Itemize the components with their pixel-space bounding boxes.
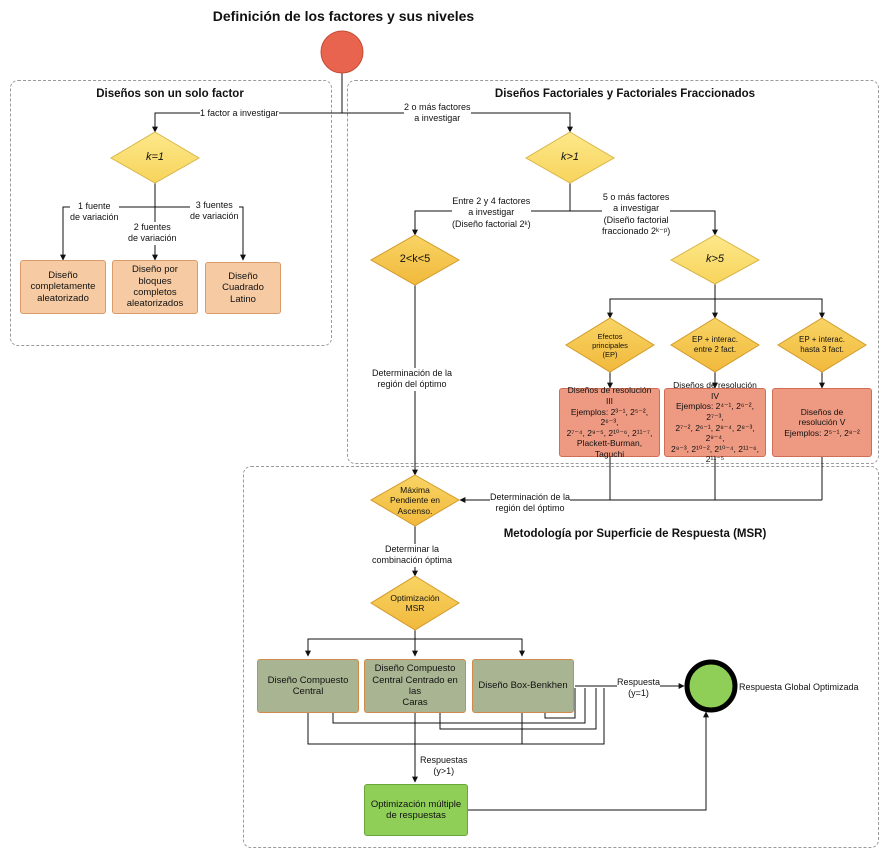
group-single-factor-title: Diseños son un solo factor: [96, 88, 244, 100]
edge-two-or-more: 2 o más factores a investigar: [404, 102, 471, 125]
edge-resp-multi-line-1: Respuestas: [420, 755, 468, 765]
blocks-line-3: aleatorizados: [126, 298, 184, 310]
start-node: [320, 30, 364, 74]
latin-line-1: Diseño Cuadrado: [222, 270, 264, 294]
diagram-title: Definición de los factores y sus niveles: [212, 8, 475, 24]
bbd-line-1: Diseño Box-Benkhen: [478, 680, 568, 692]
edge-region-left-line-1: Determinación de la: [372, 368, 453, 378]
cr-line-1: Diseño: [48, 269, 78, 281]
res5-line-2: resolución V: [798, 417, 846, 428]
group-single-factor: [10, 80, 332, 346]
box-resolution-iv: Diseños de resolución IV Ejemplos: 2⁴⁻¹,…: [664, 380, 766, 464]
box-resolution-iii: Diseños de resolución III Ejemplos: 2³⁻¹…: [559, 385, 660, 460]
group-msr-title: Metodología por Superficie de Respuesta …: [503, 528, 767, 540]
diamond-ep-int3: [777, 317, 867, 373]
box-multi-opt: Optimización múltiple de respuestas: [364, 784, 468, 836]
group-factorial: [347, 80, 879, 464]
blocks-line-1: Diseño por bloques: [132, 264, 178, 287]
edge-src2-line-2: de variación: [128, 233, 177, 244]
edge-src3: 3 fuentes de variación: [190, 200, 239, 223]
edge-region-bottom-line-1: Determinación de la: [490, 492, 571, 502]
res4-line-5: 2¹¹⁻⁵: [705, 454, 725, 465]
edge-resp-single: Respuesta (y=1): [617, 677, 661, 700]
edge-resp-multi-line-2: (y>1): [433, 766, 455, 777]
edge-two-or-more-line-2: a investigar: [414, 113, 461, 124]
box-ccd: Diseño Compuesto Central: [257, 659, 359, 713]
res4-line-3: 2⁷⁻², 2⁶⁻¹, 2⁸⁻⁴, 2⁸⁻³, 2⁹⁻⁴,: [675, 422, 755, 444]
latin-line-2: Latino: [230, 293, 256, 305]
edge-one-factor: 1 factor a investigar: [200, 108, 279, 120]
global-opt-node: [684, 659, 738, 713]
blocks-line-2: completos: [133, 287, 177, 298]
res5-line-3: Ejemplos: 2⁵⁻¹, 2⁸⁻²: [784, 427, 860, 438]
multi-opt-line-2: de respuestas: [386, 810, 446, 821]
edge-region-bottom: Determinación de la región del óptimo: [490, 492, 571, 515]
group-msr: [243, 466, 879, 848]
group-factorial-title: Diseños Factoriales y Factoriales Fracci…: [494, 88, 756, 100]
edge-src3-line-2: de variación: [190, 211, 239, 222]
edge-k5-line-2: a investigar: [613, 203, 660, 214]
edge-region-bottom-line-2: región del óptimo: [495, 503, 565, 514]
edge-k5-line-3: (Diseño factorial: [603, 214, 669, 225]
edge-src2: 2 fuentes de variación: [128, 222, 177, 245]
ccf-line-1: Diseño Compuesto: [374, 663, 456, 675]
edge-src1-line-1: 1 fuente: [78, 201, 111, 211]
res3-line-1: Diseños de resolución III: [567, 385, 652, 406]
diamond-opt-msr: [370, 575, 460, 631]
cr-line-3: aleatorizado: [37, 292, 89, 304]
edge-combo-line-1: Determinar la: [385, 544, 440, 554]
edge-src2-line-1: 2 fuentes: [133, 222, 171, 232]
res4-line-4: 2⁹⁻³, 2¹⁰⁻², 2¹⁰⁻⁴, 2¹¹⁻⁶,: [671, 443, 759, 454]
edge-resp-single-line-1: Respuesta: [617, 677, 661, 687]
edge-region-left-line-2: región del óptimo: [377, 379, 447, 390]
edge-two-or-more-line-1: 2 o más factores: [404, 102, 471, 112]
box-latin: Diseño Cuadrado Latino: [205, 262, 281, 314]
edge-k2to4-line-2: a investigar: [468, 207, 515, 218]
diamond-k-gt-5: [669, 234, 761, 285]
res3-line-3: 2⁷⁻⁴, 2⁹⁻⁵, 2¹⁰⁻⁶, 2¹¹⁻⁷,: [566, 427, 653, 438]
edge-src1: 1 fuente de variación: [70, 201, 119, 224]
edge-src1-line-2: de variación: [70, 212, 119, 223]
edge-k2to4-line-3: (Diseño factorial 2ᵏ): [452, 218, 531, 229]
global-opt-label: Respuesta Global Optimizada: [739, 682, 859, 692]
edge-resp-single-line-2: (y=1): [628, 688, 649, 699]
diamond-max-slope: [370, 474, 460, 527]
res4-line-1: Diseños de resolución IV: [673, 380, 757, 401]
edge-combo-line-2: combinación óptima: [372, 555, 453, 566]
ccf-line-3: Caras: [402, 697, 428, 709]
ccf-line-2: Central Centrado en las: [372, 674, 458, 697]
edge-k5-line-4: fraccionado 2ᵏ⁻ᵖ): [602, 225, 671, 236]
edge-k2to4-line-1: Entre 2 y 4 factores: [452, 196, 531, 206]
diamond-k-range: [369, 234, 461, 286]
edge-resp-multi: Respuestas (y>1): [420, 755, 468, 778]
ccd-line-1: Diseño Compuesto: [267, 674, 349, 686]
box-completely-random: Diseño completamente aleatorizado: [20, 260, 106, 314]
cr-line-2: completamente: [30, 281, 96, 293]
edge-combo: Determinar la combinación óptima: [372, 544, 453, 567]
edge-src3-line-1: 3 fuentes: [195, 200, 233, 210]
res3-line-5: Taguchi: [594, 449, 625, 460]
res4-line-2: Ejemplos: 2⁴⁻¹, 2⁶⁻², 2⁷⁻³,: [675, 401, 754, 422]
diamond-ep: [565, 317, 655, 373]
ccd-line-2: Central: [292, 686, 324, 697]
res3-line-4: Plackett-Burman,: [576, 438, 643, 449]
res5-line-1: Diseños de: [800, 406, 844, 417]
diamond-k-gt-1: [525, 131, 615, 184]
edge-k5: 5 o más factores a investigar (Diseño fa…: [602, 192, 671, 237]
diamond-k-eq-1: [110, 131, 200, 184]
box-bbd: Diseño Box-Benkhen: [472, 659, 574, 713]
edge-k2to4: Entre 2 y 4 factores a investigar (Diseñ…: [452, 196, 531, 230]
edge-region-left: Determinación de la región del óptimo: [372, 368, 453, 391]
box-ccf: Diseño Compuesto Central Centrado en las…: [364, 659, 466, 713]
box-resolution-v: Diseños de resolución V Ejemplos: 2⁵⁻¹, …: [772, 388, 872, 457]
edge-k5-line-1: 5 o más factores: [602, 192, 670, 202]
res3-line-2: Ejemplos: 2³⁻¹, 2⁵⁻², 2⁶⁻³,: [570, 406, 649, 428]
diamond-ep-int2: [670, 317, 760, 373]
box-blocks: Diseño por bloques completos aleatorizad…: [112, 260, 198, 314]
multi-opt-line-1: Optimización múltiple: [370, 798, 462, 810]
